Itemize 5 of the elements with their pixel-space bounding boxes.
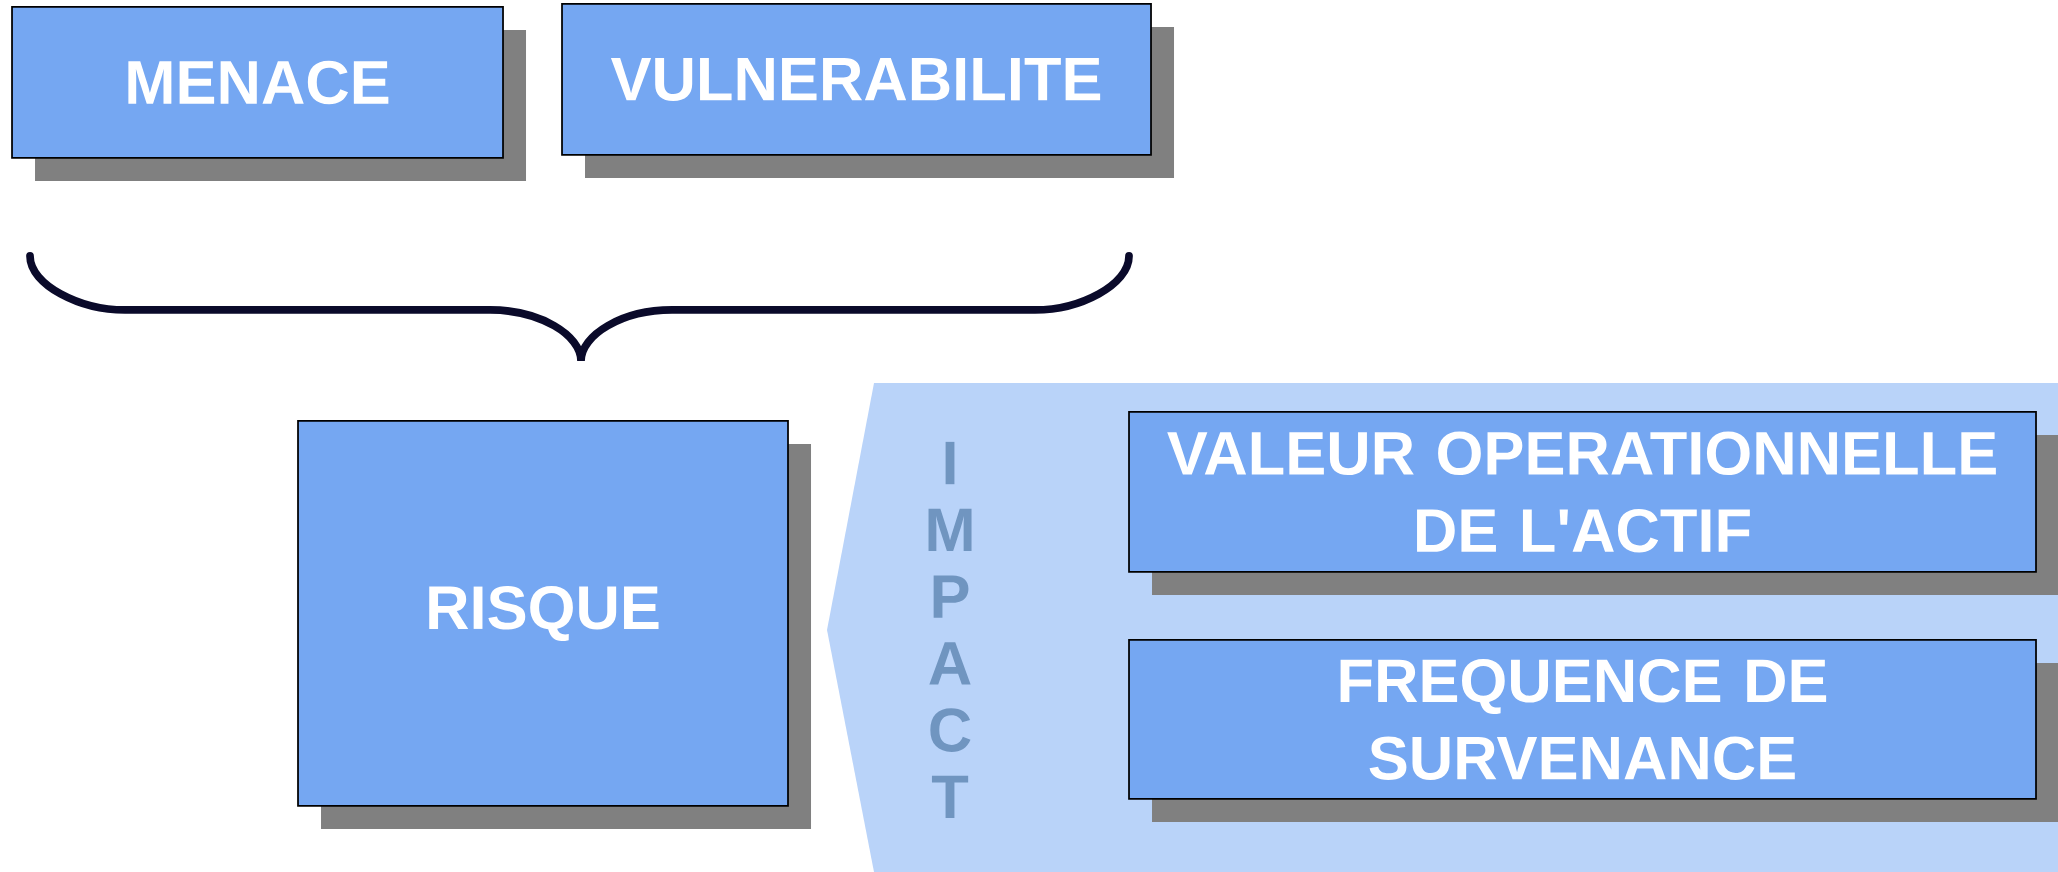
process-box: RISQUE bbox=[297, 420, 811, 829]
process-box: VALEUR OPERATIONNELLE DE L'ACTIF bbox=[1128, 411, 2058, 595]
process-box: VULNERABILITE bbox=[561, 3, 1174, 178]
process-box: MENACE bbox=[11, 6, 526, 181]
process-box: FREQUENCE DE SURVENANCE bbox=[1128, 639, 2058, 822]
